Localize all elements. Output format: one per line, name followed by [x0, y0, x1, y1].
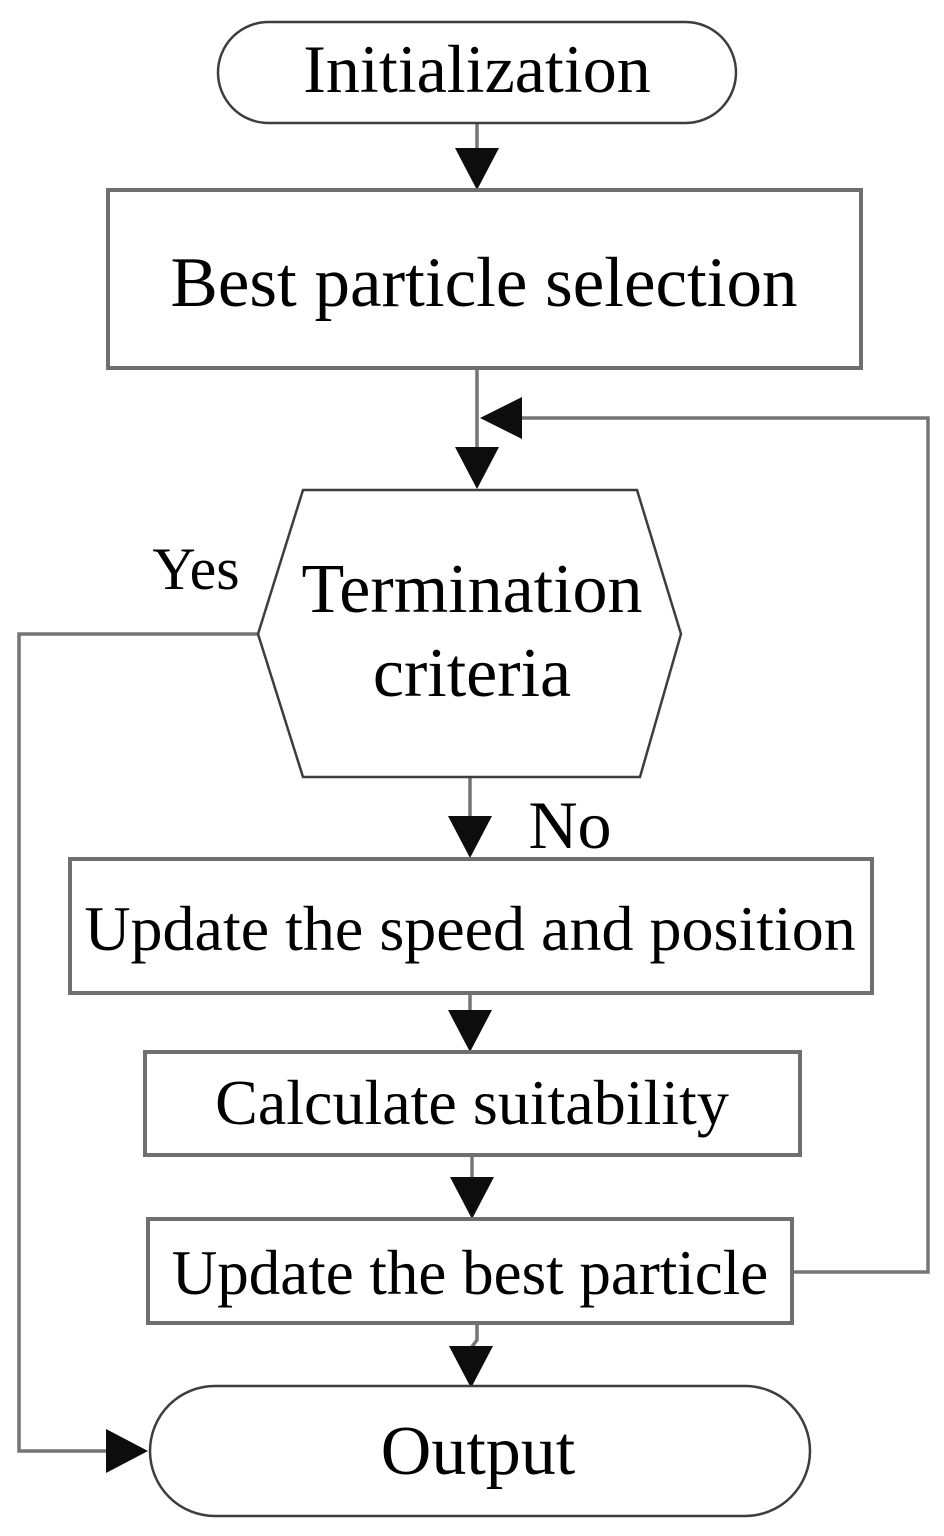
yes-branch-label: Yes: [152, 536, 239, 602]
termination-criteria-shape: [256, 488, 683, 779]
edge-yes-branch: Yes: [17, 536, 258, 1473]
calculate-suitability-shape: [143, 1050, 802, 1157]
update-best-particle-shape: [146, 1217, 794, 1325]
termination-criteria-label-line2: criteria: [373, 635, 571, 712]
edge-no-branch: No: [448, 777, 612, 863]
arrowhead-icon: [455, 148, 499, 190]
update-speed-position-shape: [68, 857, 874, 995]
arrowhead-icon: [448, 816, 492, 858]
arrowhead-icon: [450, 1177, 494, 1219]
node-calculate-suitability: Calculate suitability: [143, 1050, 802, 1157]
output-shape: [148, 1384, 812, 1518]
update-speed-position-label: Update the speed and position: [84, 893, 855, 964]
edge-initialization-to-selection: [455, 123, 499, 190]
node-best-particle-selection: Best particle selection: [106, 188, 863, 370]
edge-speed-to-suitability: [448, 993, 492, 1052]
arrowhead-icon: [480, 397, 522, 439]
edge-line: [17, 632, 258, 1453]
initialization-shape: [216, 20, 738, 125]
calculate-suitability-label: Calculate suitability: [215, 1067, 729, 1138]
best-particle-selection-label: Best particle selection: [171, 244, 798, 322]
node-update-speed-position: Update the speed and position: [68, 857, 874, 995]
output-label: Output: [381, 1413, 576, 1490]
edge-best-to-output: [449, 1323, 493, 1388]
update-best-particle-label: Update the best particle: [172, 1238, 769, 1308]
arrowhead-icon: [455, 447, 499, 489]
node-initialization: Initialization: [216, 20, 738, 125]
node-update-best-particle: Update the best particle: [146, 1217, 794, 1325]
arrowhead-icon: [449, 1346, 493, 1388]
edge-feedback-loop: [480, 397, 930, 1274]
no-branch-label: No: [528, 787, 611, 863]
node-termination-criteria: Termination criteria: [256, 488, 683, 779]
initialization-label: Initialization: [303, 31, 650, 107]
arrowhead-icon: [448, 1010, 492, 1052]
best-particle-selection-shape: [106, 188, 863, 370]
arrowhead-icon: [106, 1429, 148, 1473]
edge-line: [469, 1323, 479, 1350]
edge-line: [516, 416, 930, 1274]
termination-criteria-label-line1: Termination: [301, 551, 642, 628]
edge-selection-to-termination: [455, 368, 499, 489]
edge-suitability-to-best: [450, 1155, 494, 1219]
node-output: Output: [148, 1384, 812, 1518]
